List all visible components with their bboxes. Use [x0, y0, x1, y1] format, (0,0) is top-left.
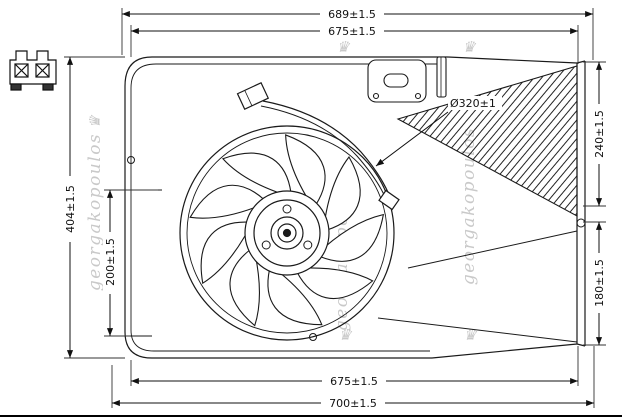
- dim-bottom-inner: 675±1.5: [330, 375, 378, 388]
- fan-hub: [244, 190, 330, 276]
- dim-fan-diameter: Ø320±1: [450, 97, 496, 110]
- dim-top-outer: 689±1.5: [328, 8, 376, 21]
- wire-terminal: [378, 189, 400, 211]
- crown-logo-icon: ♛: [462, 38, 476, 56]
- dim-right-lower: 180±1.5: [593, 259, 606, 307]
- crown-logo-icon: ♛: [86, 115, 104, 129]
- dimension-labels: 689±1.5 675±1.5 404±1.5 200±1.5 240±1.5 …: [63, 7, 606, 410]
- fan-shroud-outline: [124, 56, 586, 359]
- watermark-text: georgakopoulos: [459, 127, 479, 285]
- fan-assembly: [179, 125, 395, 341]
- dim-left-height: 404±1.5: [64, 185, 77, 233]
- dim-left-inner: 200±1.5: [104, 238, 117, 286]
- watermark-text: georgakopoulos: [85, 133, 105, 291]
- dim-right-upper: 240±1.5: [593, 110, 606, 158]
- crown-logo-icon: ♛: [338, 326, 352, 344]
- dim-top-inner: 675±1.5: [328, 25, 376, 38]
- wire-connector: [236, 81, 270, 110]
- dim-bottom-outer: 700±1.5: [329, 397, 377, 410]
- bracket-part-icon: [9, 50, 57, 91]
- mounting-tab: [367, 56, 447, 103]
- crown-logo-icon: ♛: [463, 326, 477, 344]
- wiring-harness: [236, 81, 400, 211]
- crown-logo-icon: ♛: [336, 38, 350, 56]
